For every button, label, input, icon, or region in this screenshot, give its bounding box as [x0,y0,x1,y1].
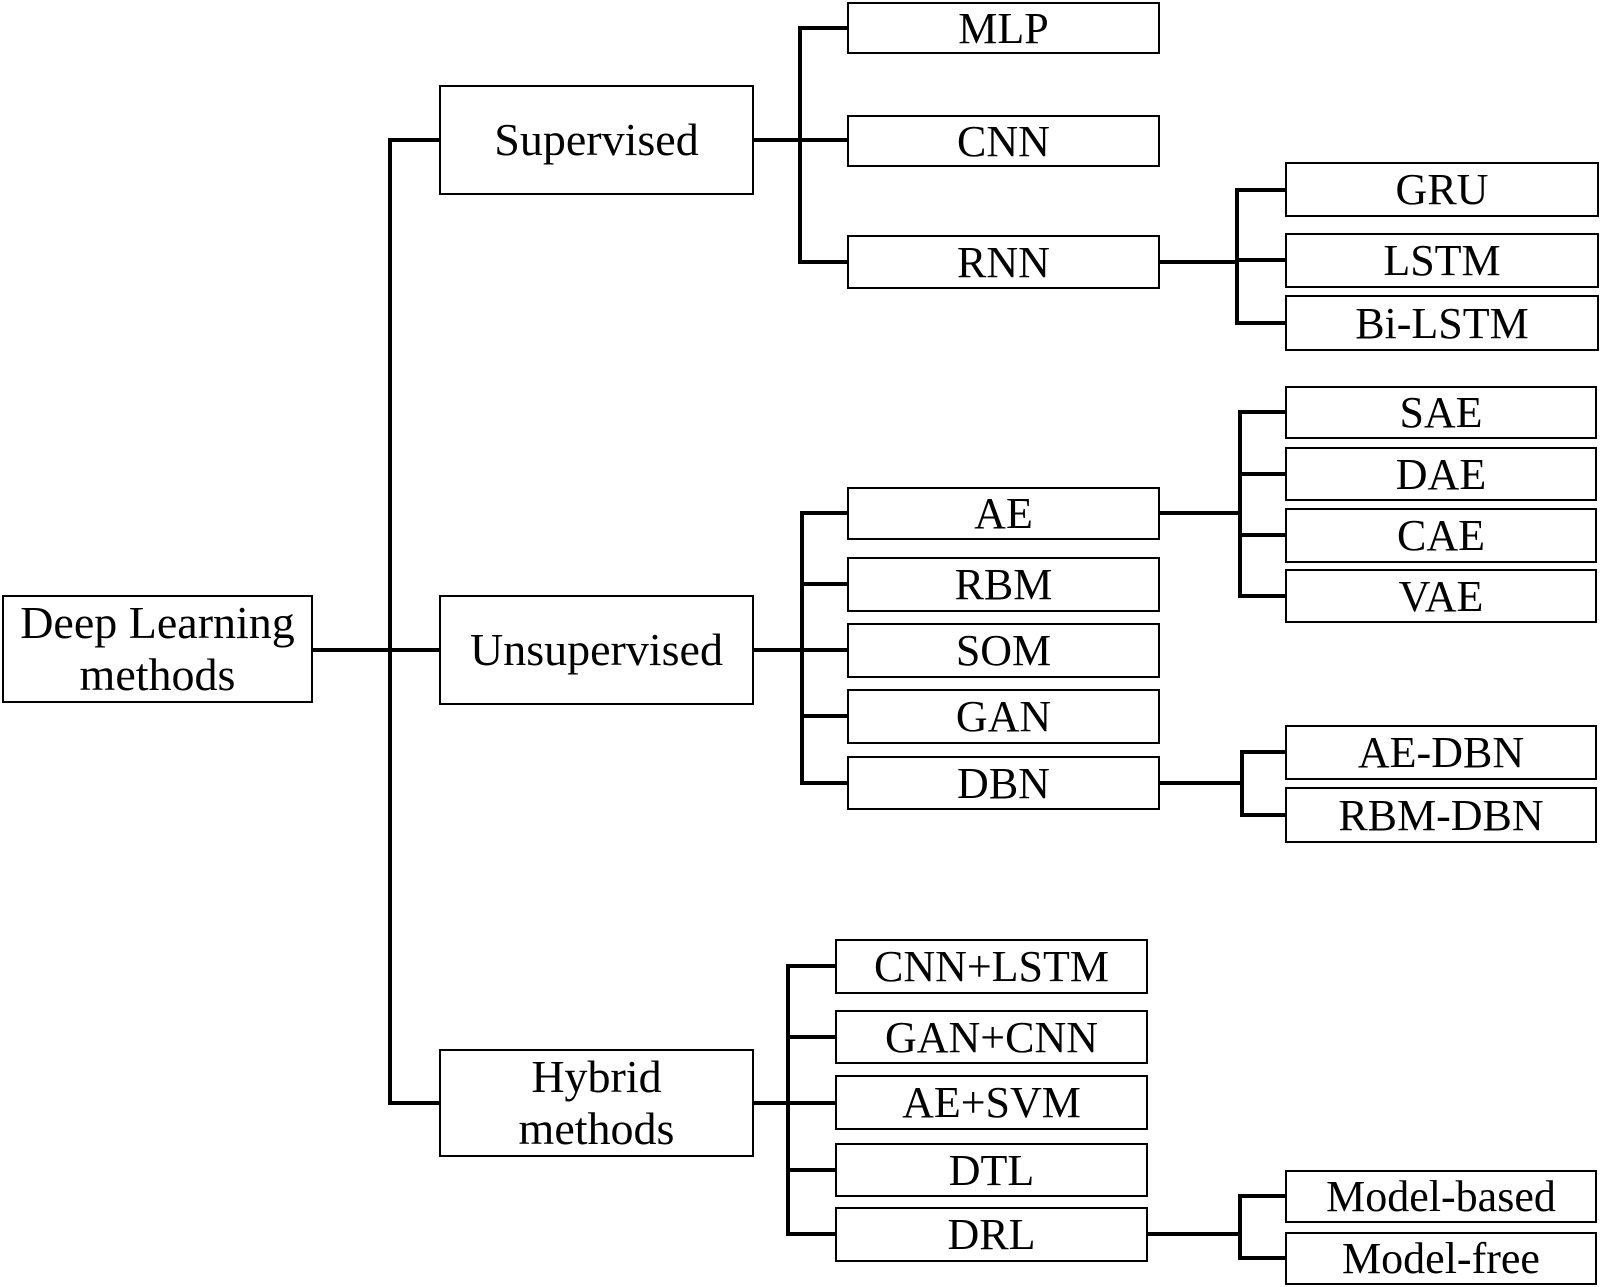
connector-trunk-to-supervised [388,138,439,142]
node-cnn-lstm: CNN+LSTM [835,939,1148,994]
node-gru: GRU [1285,162,1599,217]
connector-ae-children-vertical [1238,410,1242,598]
connector-stub-cnn-lstm [786,964,835,968]
node-bi-lstm: Bi-LSTM [1285,295,1599,351]
node-cae-label: CAE [1397,511,1485,560]
connector-stub-drl [786,1232,835,1236]
node-ae: AE [847,487,1160,540]
connector-trunk-to-hybrid [388,1101,439,1105]
connector-stub-lstm [1235,258,1285,262]
connector-stub-dbn [800,781,847,785]
node-rnn: RNN [847,235,1160,289]
connector-stub-sae [1238,410,1285,414]
connector-stub-vae [1238,594,1285,598]
node-lstm: LSTM [1285,233,1599,288]
connector-stub-rbm [800,582,847,586]
node-deep-learning-methods-label: Deep Learning methods [20,597,295,700]
node-cnn-lstm-label: CNN+LSTM [873,942,1110,991]
node-dbn-label: DBN [957,758,1050,808]
node-lstm-label: LSTM [1383,236,1501,285]
node-supervised: Supervised [439,85,754,195]
node-som: SOM [847,623,1160,678]
connector-stub-model-free [1238,1256,1285,1260]
connector-rnn-to-children [1160,260,1239,264]
connector-unsupervised-children-vertical [800,511,804,785]
connector-stub-gan [800,714,847,718]
node-model-based-label: Model-based [1326,1172,1556,1221]
connector-trunk-vertical [388,138,392,1105]
connector-drl-children-vertical [1238,1194,1242,1260]
node-supervised-label: Supervised [494,114,699,166]
node-dae: DAE [1285,447,1597,501]
node-rbm-label: RBM [954,560,1053,609]
node-dbn: DBN [847,756,1160,810]
connector-drl-to-children [1148,1232,1240,1236]
node-vae: VAE [1285,569,1597,623]
node-mlp-label: MLP [958,3,1049,53]
connector-hybrid-to-children [753,1101,835,1105]
node-ae-dbn-label: AE-DBN [1357,728,1525,777]
node-sae: SAE [1285,386,1597,439]
node-som-label: SOM [955,626,1052,675]
node-rnn-label: RNN [957,237,1050,287]
connector-stub-gru [1235,188,1285,192]
node-gan-label: GAN [955,692,1052,741]
node-dae-label: DAE [1395,449,1487,499]
node-model-based: Model-based [1285,1170,1597,1223]
connector-stub-model-based [1238,1194,1285,1198]
connector-stub-ae-dbn [1240,750,1285,754]
connector-stub-rnn [798,260,847,264]
connector-stub-ae [800,511,847,515]
connector-supervised-children-vertical [798,26,802,264]
node-model-free-label: Model-free [1342,1234,1540,1283]
node-cnn-label: CNN [957,116,1050,166]
node-bi-lstm-label: Bi-LSTM [1355,298,1529,348]
connector-hybrid-children-vertical [786,964,790,1236]
connector-dbn-children-vertical [1240,750,1244,817]
node-model-free: Model-free [1285,1232,1597,1285]
node-deep-learning-methods: Deep Learning methods [2,595,313,703]
node-ae-dbn: AE-DBN [1285,725,1597,780]
node-cnn: CNN [847,115,1160,167]
node-gan-cnn: GAN+CNN [835,1010,1148,1064]
node-gan: GAN [847,689,1160,744]
node-ae-label: AE [974,489,1033,538]
node-hybrid-methods: Hybrid methods [439,1049,754,1157]
connector-stub-gan-cnn [786,1035,835,1039]
node-ae-svm: AE+SVM [835,1075,1148,1130]
node-drl: DRL [835,1207,1148,1262]
connector-root-to-trunk [313,648,439,652]
node-drl-label: DRL [947,1210,1036,1259]
node-hybrid-methods-label: Hybrid methods [518,1051,675,1154]
node-unsupervised-label: Unsupervised [470,624,723,676]
node-rbm: RBM [847,557,1160,612]
connector-rnn-children-vertical [1235,188,1239,325]
connector-stub-rbm-dbn [1240,813,1285,817]
node-dtl-label: DTL [948,1145,1035,1195]
node-sae-label: SAE [1399,388,1483,437]
node-vae-label: VAE [1398,571,1484,621]
connector-stub-dae [1238,472,1285,476]
connector-stub-bilstm [1235,321,1285,325]
node-gru-label: GRU [1395,165,1489,214]
node-unsupervised: Unsupervised [439,595,754,705]
node-cae: CAE [1285,508,1597,563]
connector-ae-to-children [1160,511,1240,515]
node-mlp: MLP [847,2,1160,54]
node-gan-cnn-label: GAN+CNN [884,1012,1099,1062]
connector-stub-dtl [786,1168,835,1172]
node-dtl: DTL [835,1143,1148,1197]
connector-stub-mlp [798,26,847,30]
node-rbm-dbn: RBM-DBN [1285,787,1597,843]
node-rbm-dbn-label: RBM-DBN [1338,790,1544,840]
connector-stub-cae [1238,533,1285,537]
node-ae-svm-label: AE+SVM [902,1078,1081,1127]
connector-dbn-to-children [1160,781,1242,785]
